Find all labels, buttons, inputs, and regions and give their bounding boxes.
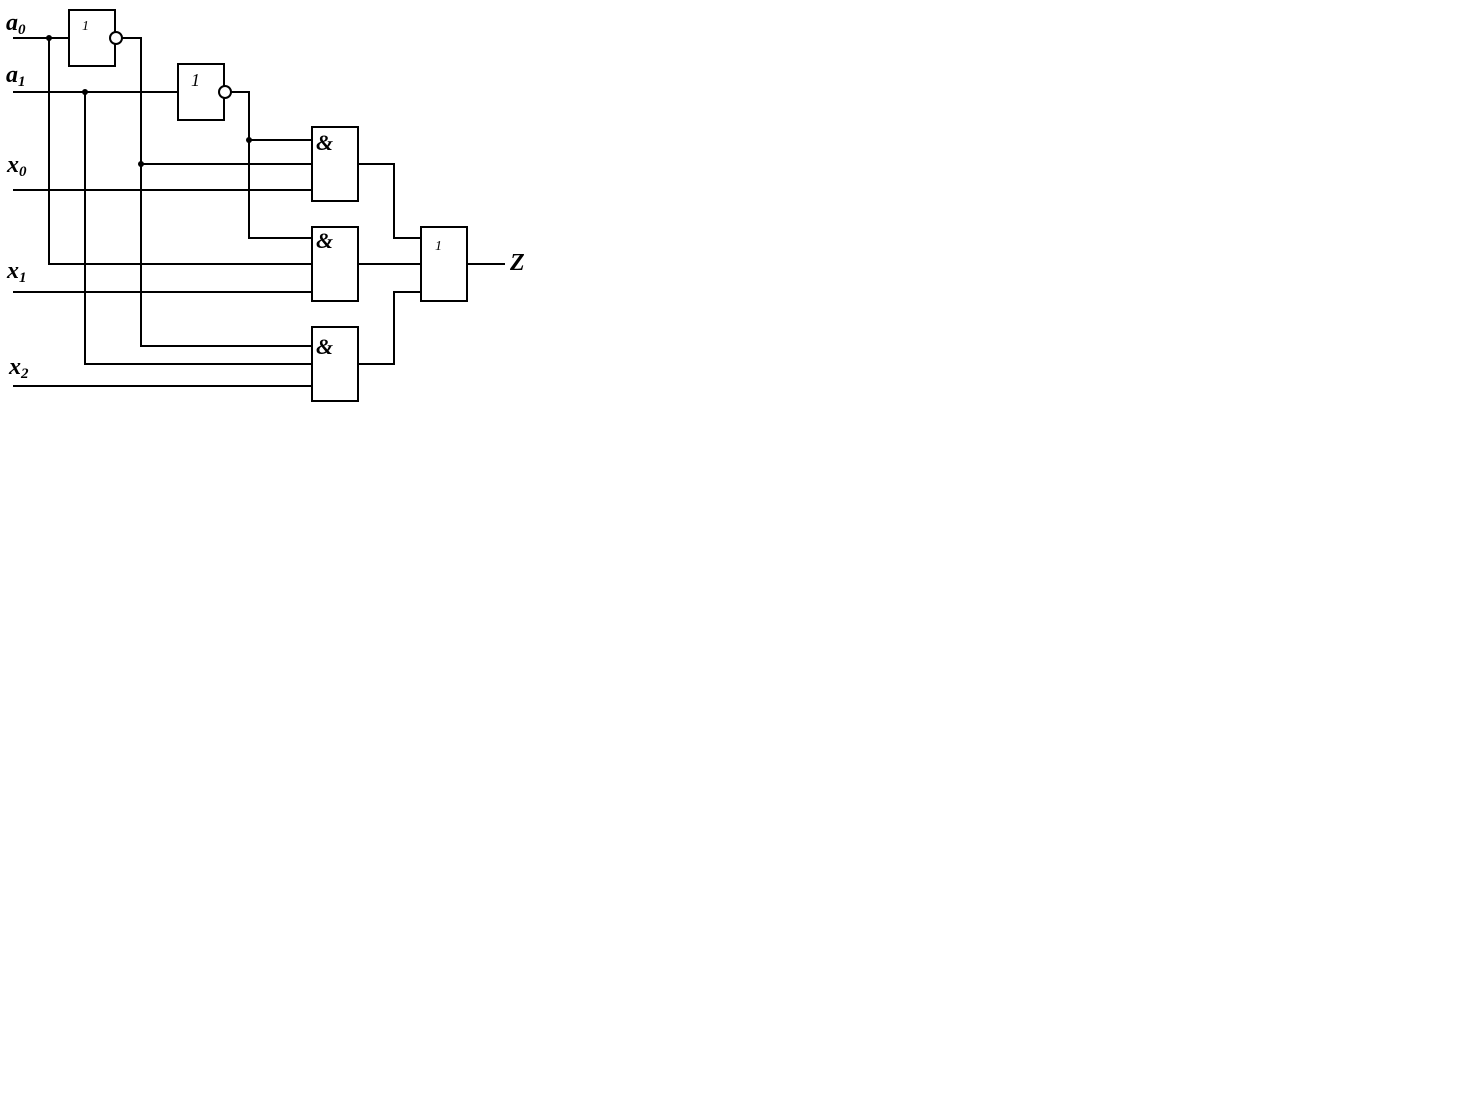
input-label-a1: a1 bbox=[6, 62, 26, 90]
gate-and-3-symbol: & bbox=[316, 334, 333, 359]
gate-or-out-body bbox=[420, 226, 468, 302]
gate-not-a0-bubble bbox=[109, 31, 123, 45]
input-label-x2-main: x bbox=[8, 354, 21, 380]
gate-not-a0-symbol: 1 bbox=[82, 19, 89, 34]
bus-a0 bbox=[48, 37, 313, 265]
junction-a1 bbox=[82, 89, 88, 95]
input-label-a0-main: a bbox=[6, 10, 18, 36]
gate-and-2: & bbox=[311, 226, 359, 302]
gate-or-out: 1 bbox=[420, 226, 468, 302]
input-label-x2: x2 bbox=[8, 354, 29, 382]
bus-not-a0 bbox=[121, 37, 313, 347]
input-label-a1-main: a bbox=[6, 62, 18, 88]
junction-a0 bbox=[46, 35, 52, 41]
gate-and-1-symbol: & bbox=[316, 130, 333, 155]
input-label-a1-sub: 1 bbox=[18, 74, 26, 90]
output-label-z: Z bbox=[509, 250, 525, 276]
wire-and3-to-or bbox=[357, 291, 422, 365]
junction-not-a0 bbox=[138, 161, 144, 167]
input-label-x2-sub: 2 bbox=[20, 366, 29, 382]
input-label-x0: x0 bbox=[6, 152, 27, 180]
gate-and-3-body bbox=[311, 326, 359, 402]
gate-or-out-symbol: 1 bbox=[435, 239, 442, 254]
gate-not-a1-bubble bbox=[218, 85, 232, 99]
gate-not-a0: 1 bbox=[68, 9, 123, 67]
gate-and-2-symbol: & bbox=[316, 228, 333, 253]
wire-and1-to-or bbox=[357, 163, 422, 239]
input-label-x1-main: x bbox=[6, 258, 19, 284]
gate-not-a1-body bbox=[177, 63, 225, 121]
gate-and-2-body bbox=[311, 226, 359, 302]
junction-not-a1 bbox=[246, 137, 252, 143]
input-label-x1-sub: 1 bbox=[19, 270, 27, 286]
bus-a1 bbox=[84, 91, 313, 365]
input-label-x1: x1 bbox=[6, 258, 27, 286]
gate-not-a1-symbol: 1 bbox=[191, 70, 200, 90]
gate-not-a1: 1 bbox=[177, 63, 232, 121]
gate-and-3: & bbox=[311, 326, 359, 402]
input-label-x0-main: x bbox=[6, 152, 19, 178]
input-label-a0-sub: 0 bbox=[18, 22, 26, 38]
gate-not-a0-body bbox=[68, 9, 116, 67]
gate-and-1: & bbox=[311, 126, 359, 202]
input-label-x0-sub: 0 bbox=[19, 164, 27, 180]
input-label-a0: a0 bbox=[6, 10, 26, 38]
